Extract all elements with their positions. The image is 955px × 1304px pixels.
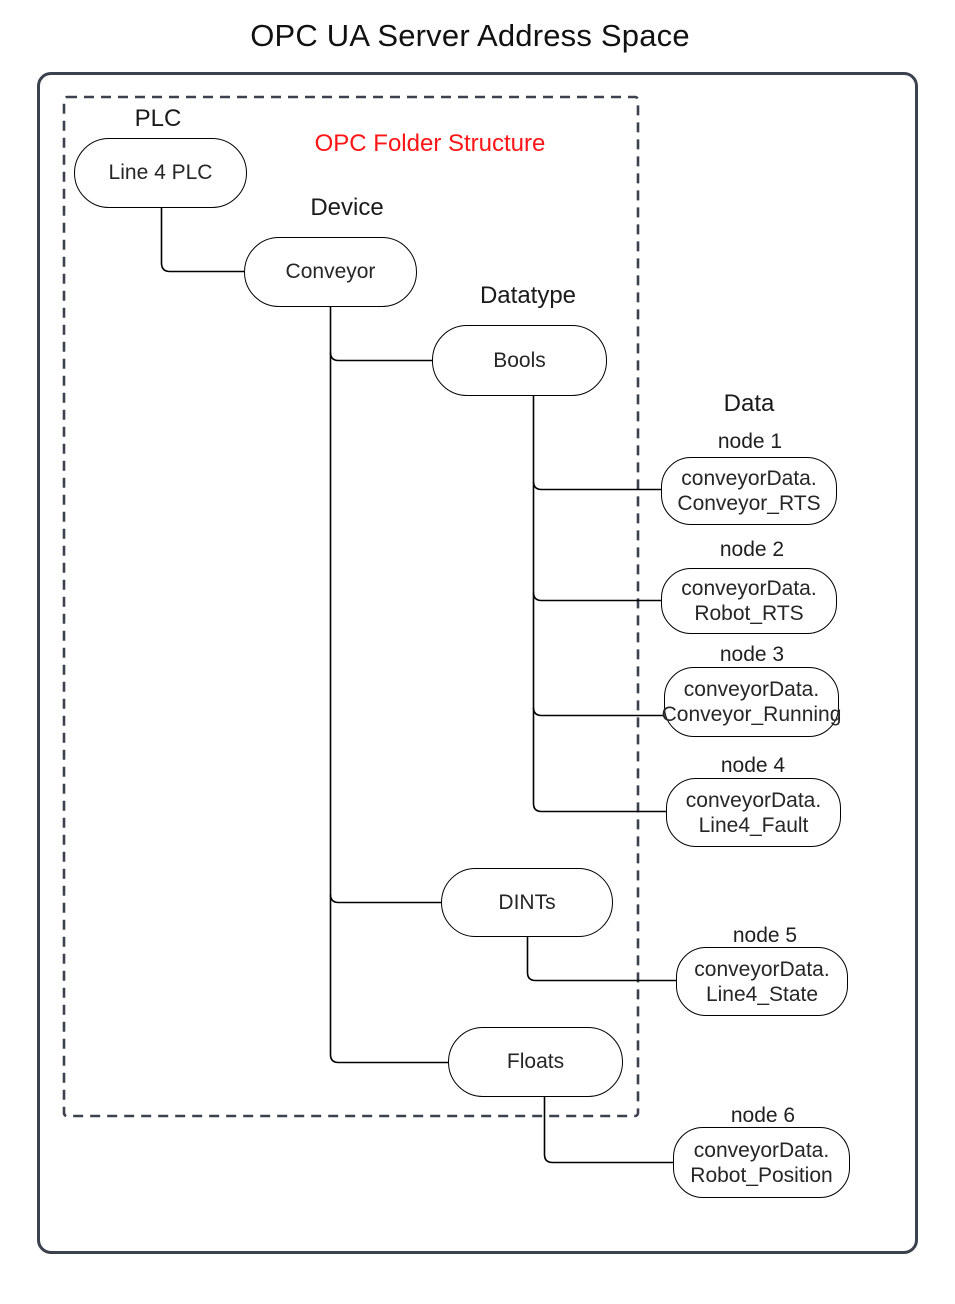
node-bools: Bools <box>432 325 607 396</box>
level-label-plc: PLC <box>134 105 182 132</box>
node4-line4-fault: conveyorData. Line4_Fault <box>666 778 841 847</box>
node1-line1: conveyorData. <box>681 467 817 490</box>
node2-line2: Robot_RTS <box>694 602 804 625</box>
node6-robot-position: conveyorData. Robot_Position <box>673 1127 850 1198</box>
node1-conveyor-rts: conveyorData. Conveyor_RTS <box>661 457 837 525</box>
node3-line2: Conveyor_Running <box>661 703 842 726</box>
node-conveyor: Conveyor <box>244 237 417 307</box>
node6-line1: conveyorData. <box>693 1138 830 1162</box>
node4-label: node 4 <box>720 754 786 777</box>
node2-robot-rts: conveyorData. Robot_RTS <box>661 568 837 634</box>
node-floats: Floats <box>448 1027 623 1097</box>
diagram-title: OPC UA Server Address Space <box>250 18 690 53</box>
node3-conveyor-running: conveyorData. Conveyor_Running <box>661 667 842 737</box>
node-dints: DINTs <box>441 868 613 937</box>
node3-line1: conveyorData. <box>683 678 820 701</box>
address-space-boundary <box>37 72 918 1254</box>
node2-line1: conveyorData. <box>681 577 817 600</box>
node6-label: node 6 <box>730 1104 796 1127</box>
node5-label: node 5 <box>732 924 798 947</box>
node3-label: node 3 <box>719 643 785 666</box>
level-label-datatype: Datatype <box>479 282 577 309</box>
node-line4-plc: Line 4 PLC <box>74 138 247 208</box>
level-label-data: Data <box>723 390 775 417</box>
node4-line2: Line4_Fault <box>698 813 809 837</box>
level-label-device: Device <box>310 194 384 221</box>
node1-label: node 1 <box>717 430 783 453</box>
node5-line4-state: conveyorData. Line4_State <box>676 947 848 1016</box>
node5-line2: Line4_State <box>705 982 819 1006</box>
node6-line2: Robot_Position <box>690 1163 833 1187</box>
opc-folder-structure-label: OPC Folder Structure <box>314 130 546 157</box>
node2-label: node 2 <box>719 538 785 561</box>
node4-line1: conveyorData. <box>685 788 822 812</box>
node1-line2: Conveyor_RTS <box>677 492 821 515</box>
node5-line1: conveyorData. <box>694 957 830 981</box>
